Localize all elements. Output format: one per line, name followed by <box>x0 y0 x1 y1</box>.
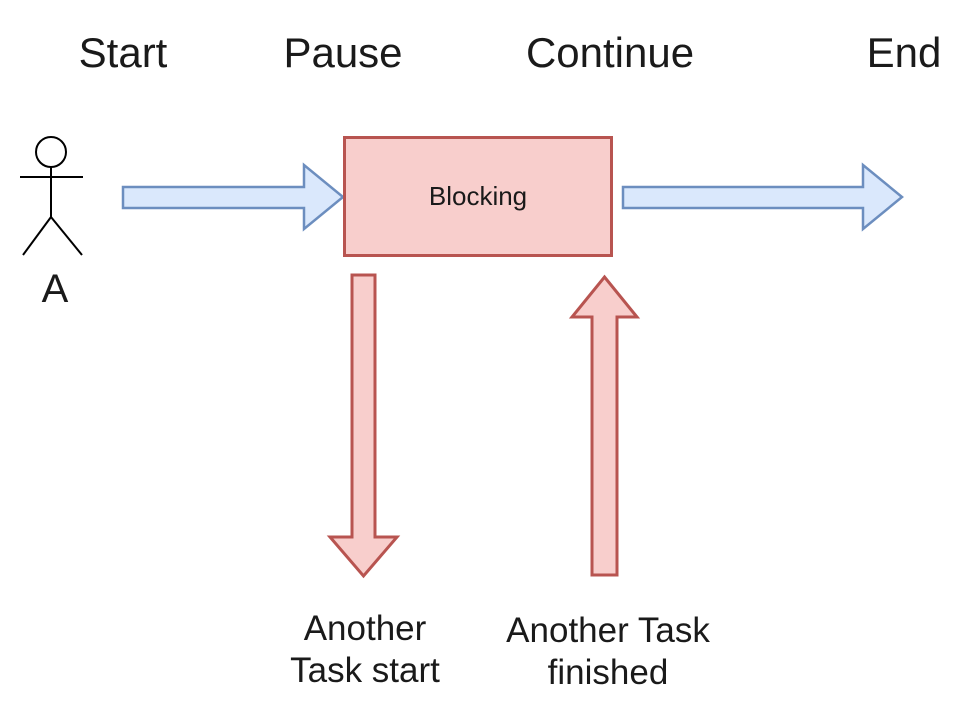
phase-label-continue: Continue <box>525 28 695 76</box>
actor-icon <box>20 136 83 256</box>
phase-label-pause: Pause <box>283 28 403 76</box>
arrow-another-task-start-outline <box>326 273 401 579</box>
arrow-start-to-blocking-outline <box>121 162 345 232</box>
blocking-box: Blocking <box>343 136 613 257</box>
another-task-start-label: Another Task start <box>290 609 440 690</box>
actor-head <box>35 136 67 168</box>
arrow-blocking-to-end <box>623 165 902 229</box>
phase-label-start: Start <box>78 28 168 76</box>
actor-right-leg <box>50 216 83 256</box>
arrow-another-task-finished-outline <box>568 274 641 577</box>
arrow-another-task-finished <box>572 277 637 575</box>
actor-name-label: A <box>41 267 69 311</box>
another-task-finished-label: Another Task finished <box>506 611 710 692</box>
arrow-another-task-start <box>330 275 397 576</box>
actor-left-leg <box>22 216 52 256</box>
arrow-start-to-blocking <box>123 165 343 229</box>
phase-label-end: End <box>866 28 942 76</box>
arrow-blocking-to-end-outline <box>621 162 904 232</box>
blocking-box-label: Blocking <box>428 181 528 211</box>
